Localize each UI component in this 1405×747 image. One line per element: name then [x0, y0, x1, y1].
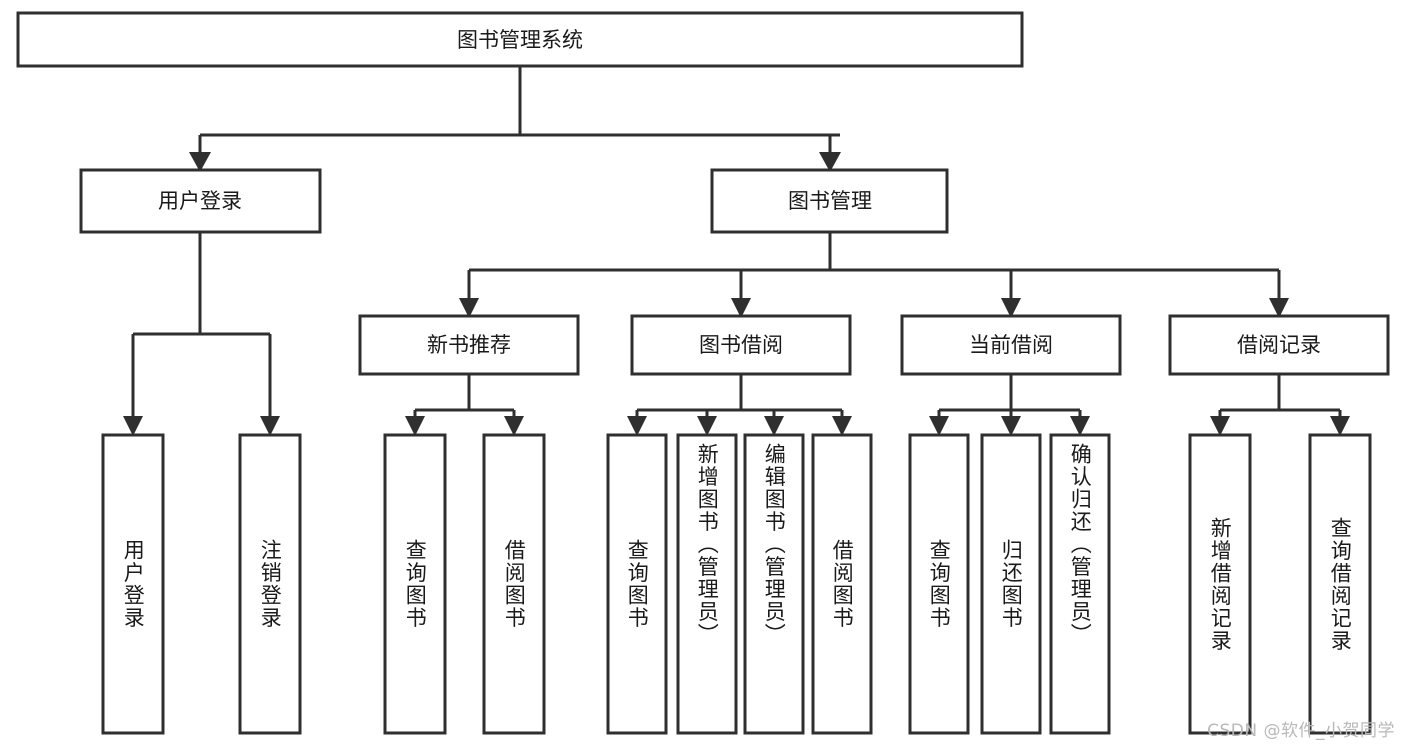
arrowhead-book-borrow — [731, 298, 751, 318]
node-borrow-record[interactable]: 借阅记录 — [1168, 314, 1390, 376]
connectors-borrow-record-to-leaves — [1210, 374, 1350, 436]
arrowhead-leaf-query-record — [1330, 416, 1350, 436]
arrowhead-current-borrow — [1001, 298, 1021, 318]
leaf-box-query-book-1[interactable] — [383, 433, 447, 735]
node-borrow-record-label: 借阅记录 — [1237, 333, 1321, 357]
arrowhead-book-mgmt — [819, 152, 841, 172]
node-book-borrow-label: 图书借阅 — [699, 333, 783, 357]
arrowhead-leaf-borrow-book-2 — [832, 416, 852, 436]
node-borrow-record-box[interactable] — [1168, 314, 1390, 376]
arrowhead-new-book-rec — [459, 298, 479, 318]
node-new-book-recommend-box[interactable] — [358, 314, 580, 376]
connectors-root-to-level2 — [189, 66, 841, 172]
node-user-login[interactable]: 用户登录 — [79, 168, 322, 234]
node-user-login-box[interactable] — [79, 168, 322, 234]
arrowhead-leaf-add-record — [1210, 416, 1230, 436]
csdn-watermark: CSDN @软件_小贺同学 — [1207, 721, 1395, 741]
node-book-management[interactable]: 图书管理 — [710, 168, 949, 234]
arrowhead-leaf-query-book-3 — [929, 416, 949, 436]
leaf-box-add-book[interactable] — [676, 433, 738, 735]
node-root[interactable]: 图书管理系统 — [16, 11, 1024, 68]
node-book-borrow-box[interactable] — [630, 314, 852, 376]
arrowhead-borrow-record — [1269, 298, 1289, 318]
node-user-login-label: 用户登录 — [158, 189, 242, 213]
node-new-book-recommend[interactable]: 新书推荐 — [358, 314, 580, 376]
leaf-box-query-book-2[interactable] — [606, 433, 668, 735]
connectors-current-borrow-to-leaves — [929, 374, 1090, 436]
node-root-label: 图书管理系统 — [457, 28, 583, 52]
leaf-box-borrow-book-1[interactable] — [482, 433, 546, 735]
arrowhead-leaf-return-book — [1001, 416, 1021, 436]
node-book-management-box[interactable] — [710, 168, 949, 234]
connectors-book-borrow-to-leaves — [627, 374, 852, 436]
node-current-borrow-box[interactable] — [900, 314, 1122, 376]
arrowhead-leaf-query-book-2 — [627, 416, 647, 436]
node-new-book-recommend-label: 新书推荐 — [427, 333, 511, 357]
leaf-box-add-record[interactable] — [1188, 433, 1252, 735]
arrowhead-leaf-edit-book — [764, 416, 784, 436]
connectors-user-login-to-leaves — [123, 232, 280, 436]
leaf-box-user-login[interactable] — [101, 433, 165, 735]
arrowhead-leaf-borrow-book-1 — [504, 416, 524, 436]
node-book-borrow[interactable]: 图书借阅 — [630, 314, 852, 376]
leaf-box-logout[interactable] — [238, 433, 302, 735]
node-book-management-label: 图书管理 — [788, 189, 872, 213]
leaf-box-return-book[interactable] — [980, 433, 1042, 735]
leaf-box-borrow-book-2[interactable] — [811, 433, 873, 735]
arrowhead-leaf-confirm-return — [1070, 416, 1090, 436]
connectors-book-mgmt-to-level3 — [459, 232, 1289, 318]
node-current-borrow-label: 当前借阅 — [969, 333, 1053, 357]
leaf-boxes — [101, 433, 1372, 735]
arrowhead-leaf-user-login — [123, 416, 143, 436]
arrowhead-leaf-add-book — [697, 416, 717, 436]
arrowhead-leaf-logout — [260, 416, 280, 436]
leaf-box-query-record[interactable] — [1308, 433, 1372, 735]
node-root-box[interactable] — [16, 11, 1024, 68]
node-current-borrow[interactable]: 当前借阅 — [900, 314, 1122, 376]
arrowhead-user-login — [189, 152, 211, 172]
connectors-new-book-rec-to-leaves — [405, 374, 524, 436]
leaf-box-edit-book[interactable] — [743, 433, 805, 735]
leaf-box-query-book-3[interactable] — [908, 433, 970, 735]
leaf-box-confirm-return[interactable] — [1049, 433, 1111, 735]
arrowhead-leaf-query-book-1 — [405, 416, 425, 436]
